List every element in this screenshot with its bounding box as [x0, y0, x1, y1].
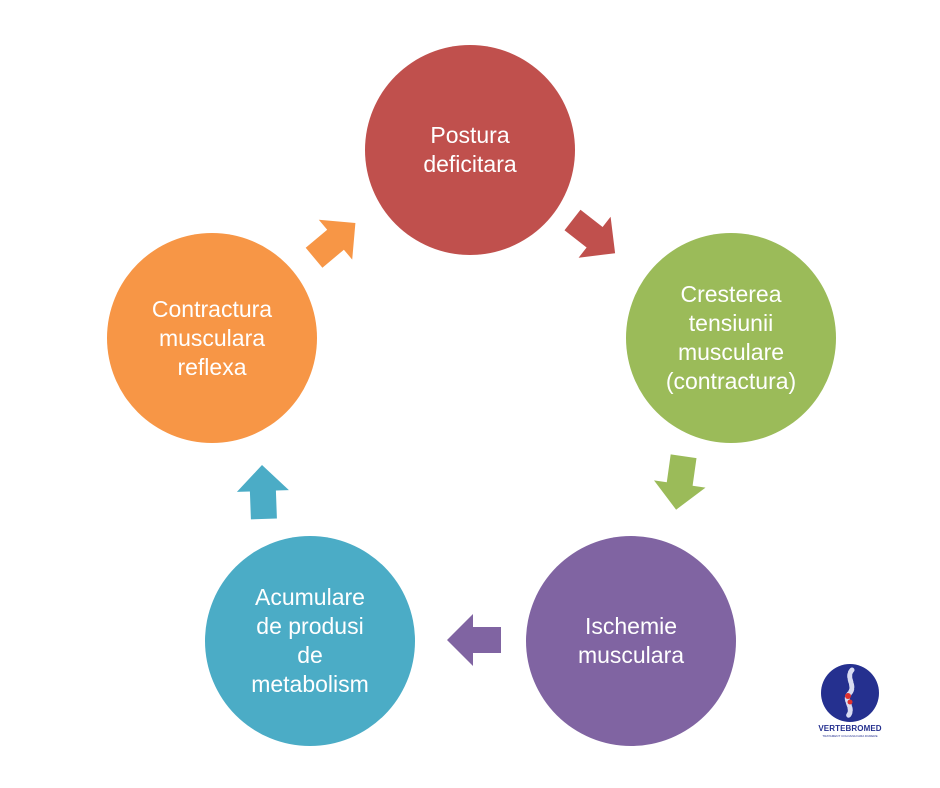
node-acumulare-produsi: Acumulare de produsi de metabolism [205, 536, 415, 746]
arrow-contractura-to-postura [305, 219, 356, 268]
node-ischemie-musculara: Ischemie musculara [526, 536, 736, 746]
arrow-acumulare-to-contractura [236, 465, 289, 520]
logo-name: VERTEBROMED [818, 724, 882, 733]
node-postura-deficitara: Postura deficitara [365, 45, 575, 255]
node-label: Postura deficitara [423, 122, 517, 177]
node-label: Acumulare de produsi de metabolism [251, 584, 369, 697]
node-label: Contractura musculara reflexa [151, 295, 273, 380]
arrow-cresterea-to-ischemie [654, 454, 706, 510]
arrow-ischemie-to-acumulare [447, 614, 501, 666]
node-contractura-reflexa: Contractura musculara reflexa [107, 233, 317, 443]
node-label: Ischemie musculara [577, 613, 685, 668]
vertebromed-logo: VERTEBROMED TRATAMENT COLOANA FARA DURER… [814, 664, 886, 744]
arrow-postura-to-cresterea [564, 209, 616, 258]
logo-tagline: TRATAMENT COLOANA FARA DURERE [822, 734, 878, 738]
node-label: Cresterea tensiunii musculare (contractu… [665, 281, 797, 394]
spine-logo-icon [821, 664, 879, 722]
node-cresterea-tensiunii: Cresterea tensiunii musculare (contractu… [626, 233, 836, 443]
